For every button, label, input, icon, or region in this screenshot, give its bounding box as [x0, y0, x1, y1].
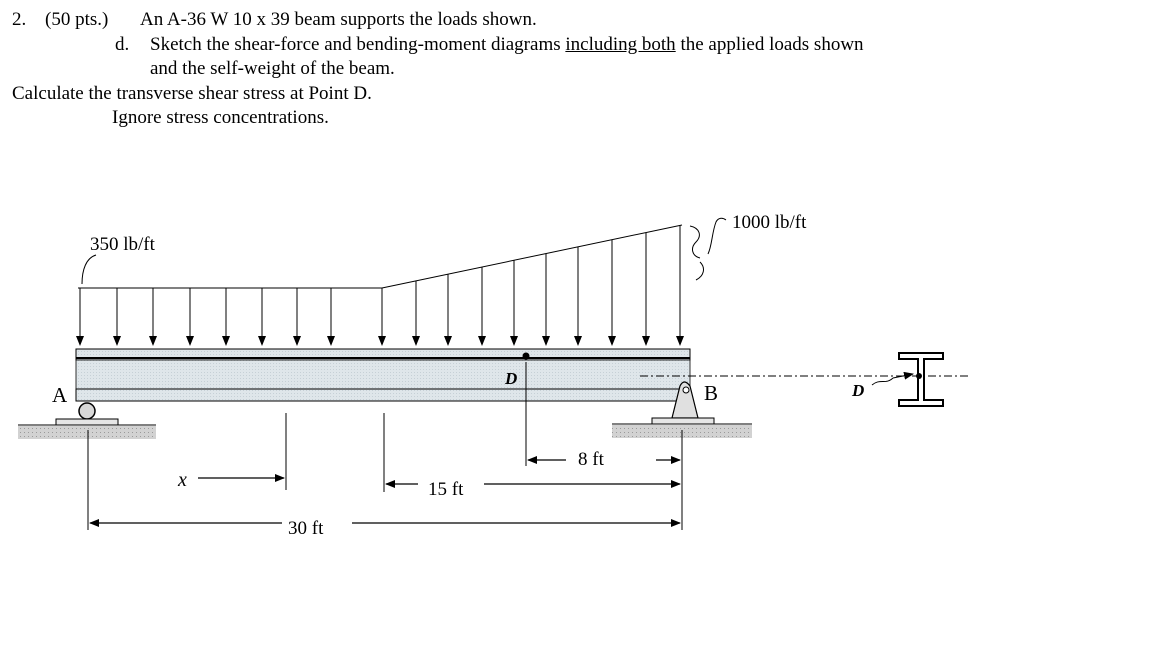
- i-beam-section-icon: [898, 352, 944, 407]
- support-b-label: B: [704, 381, 718, 405]
- section-point-d-dot: [916, 373, 922, 379]
- ground-hatch-a: [18, 426, 156, 439]
- point-d-label: D: [504, 369, 517, 388]
- cross-section: [871, 352, 944, 407]
- load-arrow-head: [327, 336, 335, 346]
- load-arrow-head: [574, 336, 582, 346]
- beam-bottom-flange: [75, 388, 691, 402]
- load-arrow-head: [149, 336, 157, 346]
- pin-hole: [682, 386, 690, 394]
- load-label-left: 350 lb/ft: [90, 234, 156, 255]
- section-point-d-label: D: [851, 381, 864, 400]
- roller-circle: [78, 402, 96, 420]
- load-arrow-head: [186, 336, 194, 346]
- load-label-leader-right: [707, 217, 727, 255]
- part-d-line2: and the self-weight of the beam.: [150, 58, 395, 79]
- load-arrow-head: [222, 336, 230, 346]
- problem-number: 2.: [12, 9, 27, 30]
- task-text: Calculate the transverse shear stress at…: [12, 83, 372, 104]
- dim-x-label: x: [177, 469, 187, 491]
- support-a-roller: [18, 402, 156, 439]
- load-arrow-head: [293, 336, 301, 346]
- problem-points: (50 pts.): [45, 9, 109, 30]
- break-symbol: [689, 225, 704, 281]
- dim-8-label: 8 ft: [578, 449, 605, 470]
- load-arrow-head: [676, 336, 684, 346]
- load-label-right: 1000 lb/ft: [732, 212, 807, 233]
- load-arrow-head: [258, 336, 266, 346]
- load-arrow-head: [412, 336, 420, 346]
- load-label-leader-left: [81, 254, 97, 285]
- load-arrow-head: [444, 336, 452, 346]
- distributed-load: [76, 224, 684, 346]
- load-top-linear: [381, 224, 683, 289]
- beam: [75, 348, 691, 402]
- dim-30-label: 30 ft: [288, 518, 324, 539]
- pin-body: [671, 381, 699, 419]
- load-arrow-head: [542, 336, 550, 346]
- roller-base: [55, 418, 119, 426]
- beam-web: [75, 359, 691, 390]
- problem-statement: An A-36 W 10 x 39 beam supports the load…: [140, 9, 537, 30]
- load-arrow-head: [113, 336, 121, 346]
- load-arrow-head: [378, 336, 386, 346]
- pin-base: [651, 417, 715, 425]
- note-text: Ignore stress concentrations.: [112, 107, 329, 128]
- part-d-text-post: the applied loads shown: [680, 34, 864, 55]
- load-arrow-head: [478, 336, 486, 346]
- load-arrows: [76, 225, 684, 346]
- point-d-dot: [522, 352, 530, 360]
- load-arrow-head: [510, 336, 518, 346]
- dim-15-label: 15 ft: [428, 479, 464, 500]
- part-d-text-underlined: including both: [565, 34, 676, 55]
- support-a-label: A: [52, 383, 68, 407]
- load-arrow-head: [608, 336, 616, 346]
- load-arrow-head: [642, 336, 650, 346]
- load-arrow-head: [76, 336, 84, 346]
- part-d-label: d.: [115, 34, 130, 55]
- part-d-line1: Sketch the shear-force and bending-momen…: [150, 34, 864, 56]
- part-d-text-pre: Sketch the shear-force and bending-momen…: [150, 34, 561, 55]
- section-point-d-leader: [871, 377, 894, 386]
- section-point-d-arrow: [892, 371, 914, 380]
